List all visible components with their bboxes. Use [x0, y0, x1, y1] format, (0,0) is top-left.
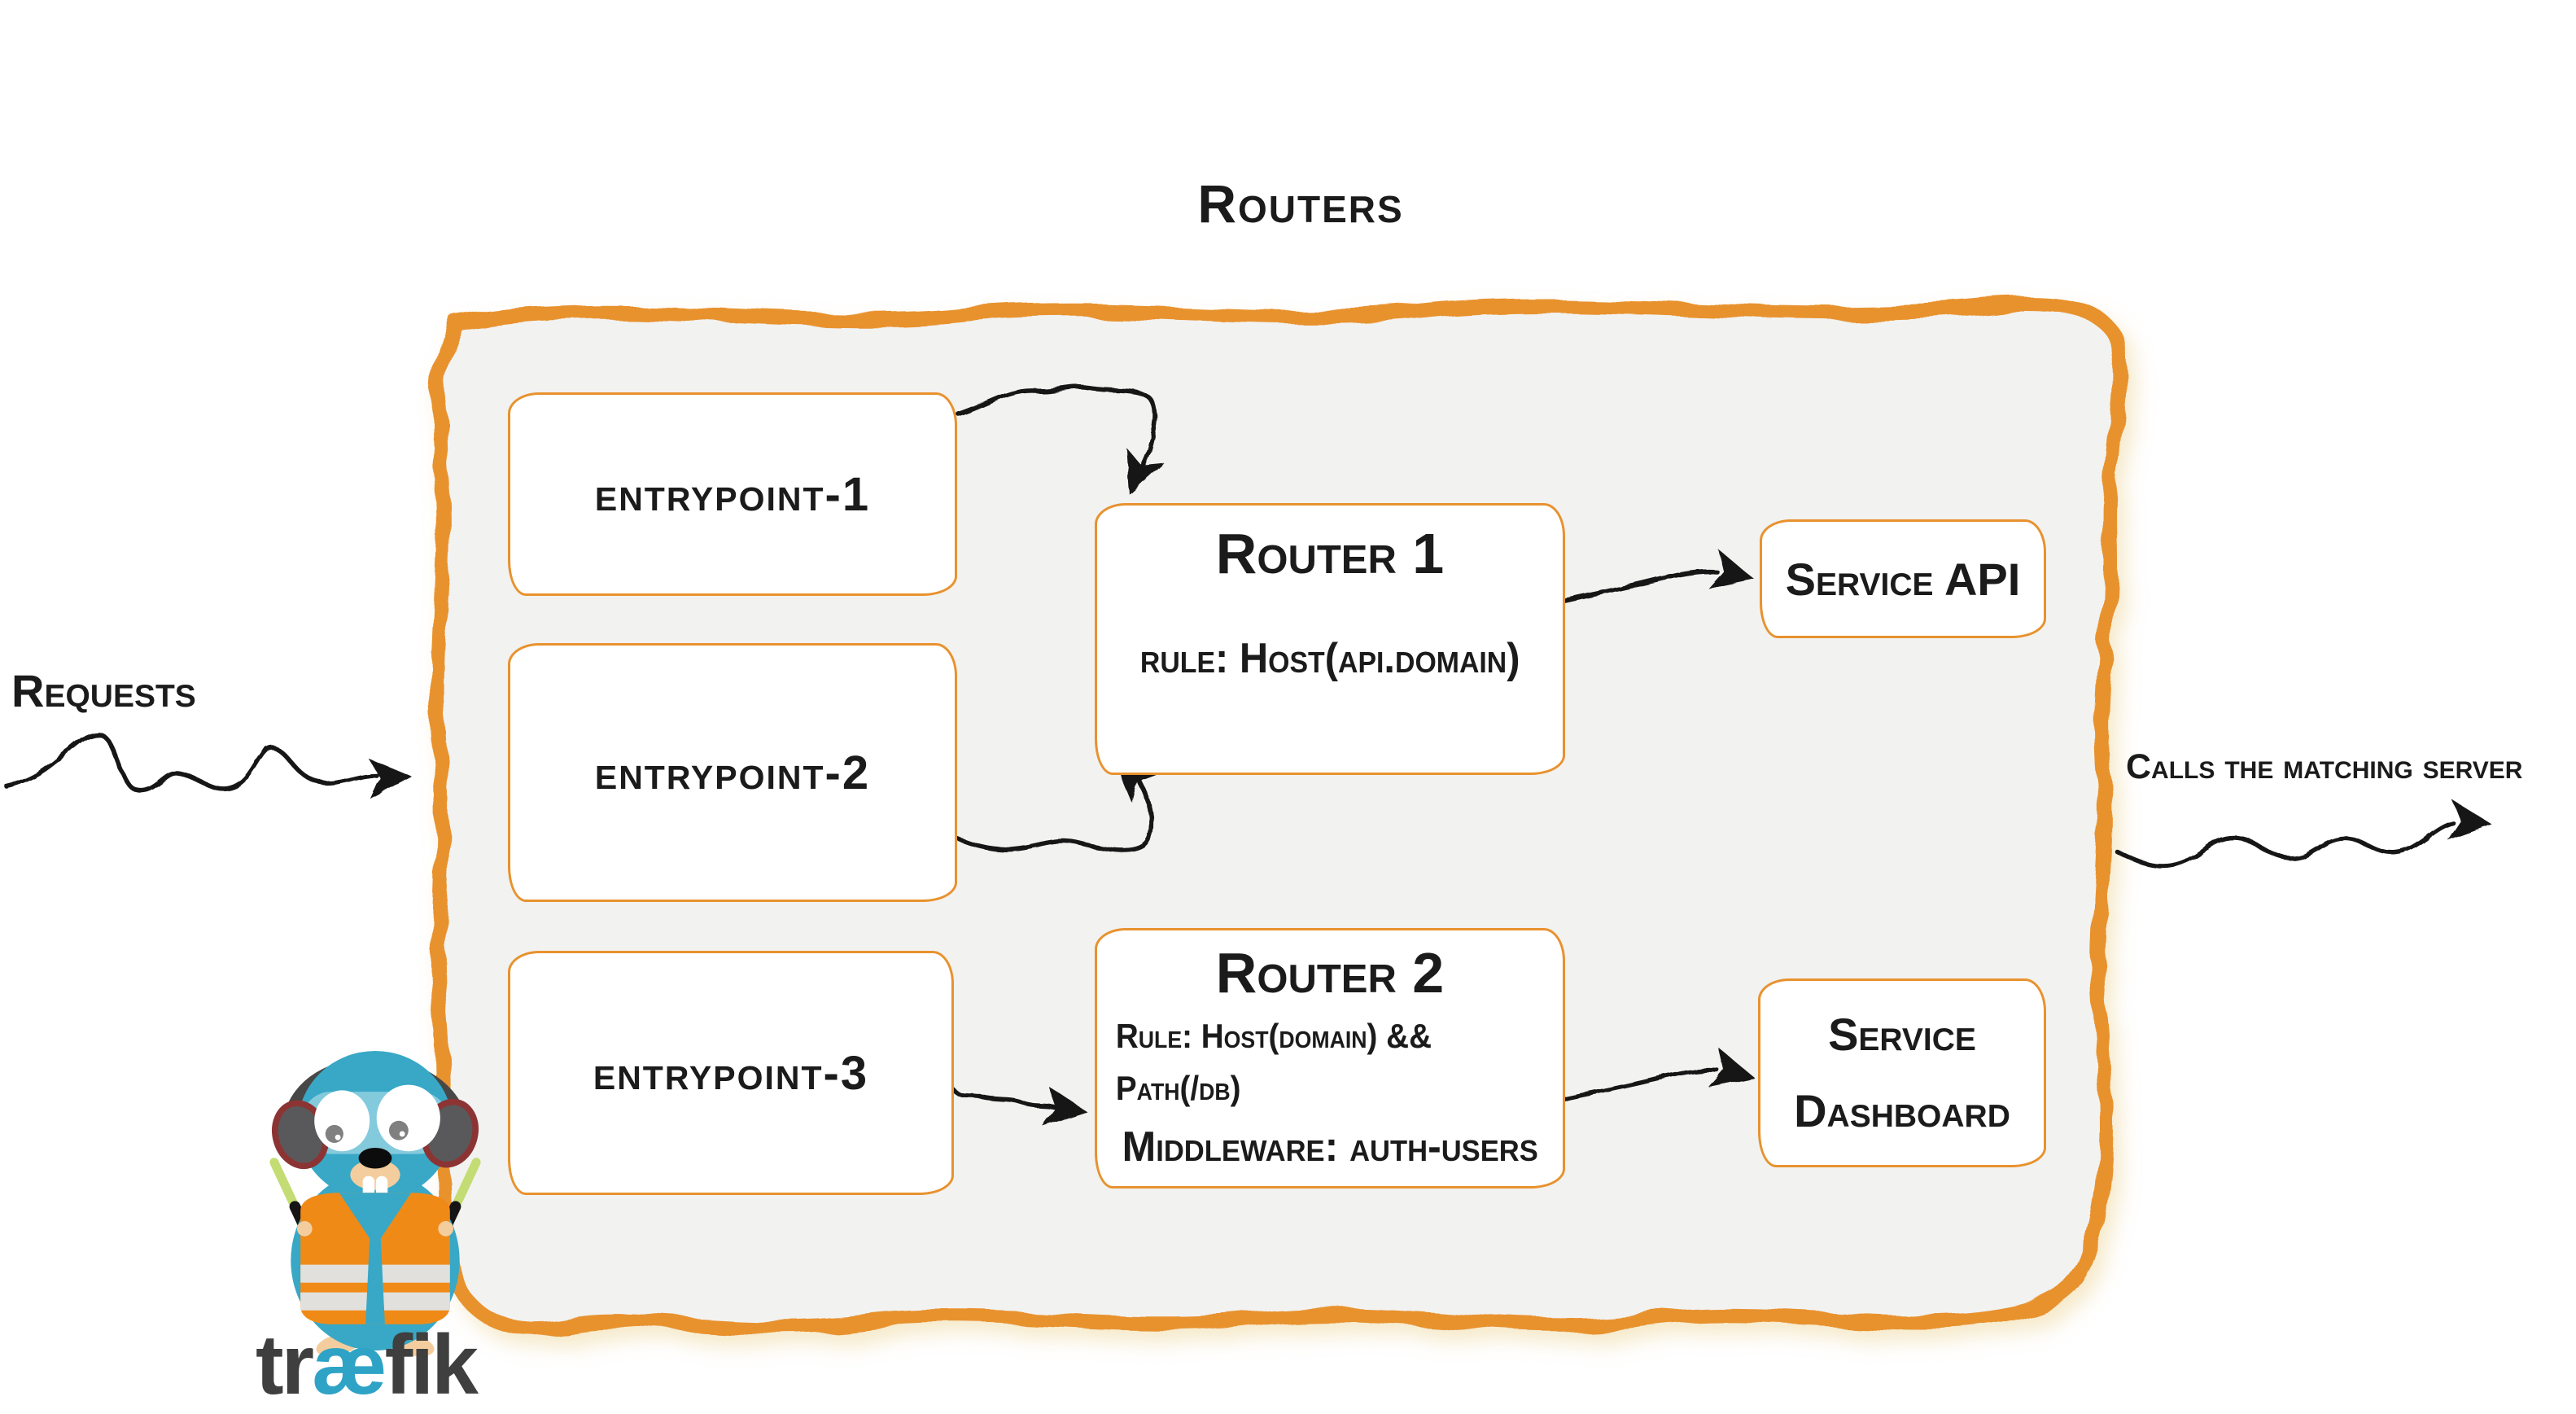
- entrypoint-3-label: entrypoint-3: [593, 1046, 869, 1100]
- service-dashboard-box: Service Dashboard: [1758, 978, 2046, 1167]
- entrypoint-1-box: entrypoint-1: [508, 392, 957, 596]
- entrypoint-2-box: entrypoint-2: [508, 643, 957, 902]
- entrypoint-1-label: entrypoint-1: [594, 467, 871, 521]
- router-2-box: Router 2 Rule: Host(domain) && Path(/db)…: [1095, 928, 1565, 1189]
- logo-part-ae: æ: [312, 1318, 387, 1412]
- traefik-logo-wordmark: træfik: [256, 1317, 479, 1414]
- ep3-to-r2-arrow: [950, 1086, 1057, 1110]
- requests-arrow: [4, 732, 378, 793]
- router-1-rule: rule: Host(api.domain): [1139, 635, 1520, 682]
- service-dashboard-label-line1: Service: [1828, 1009, 1976, 1060]
- ep2-to-r1-arrow: [943, 764, 1154, 853]
- router-2-rule: Rule: Host(domain) && Path(/db): [1115, 1017, 1432, 1107]
- calls-label: Calls the matching server: [2126, 747, 2523, 786]
- entrypoint-3-box: entrypoint-3: [508, 951, 954, 1195]
- service-api-label: Service API: [1785, 553, 2021, 605]
- logo-part-tr: tr: [256, 1318, 314, 1412]
- ep1-to-r1-arrow: [956, 384, 1158, 477]
- diagram-title: Routers: [1197, 173, 1404, 234]
- router-2-title: Router 2: [1215, 941, 1445, 1005]
- logo-part-fik: fik: [384, 1318, 479, 1412]
- calls-arrow: [2115, 821, 2456, 869]
- service-api-box: Service API: [1760, 519, 2046, 638]
- flow-arrows: [4, 384, 2492, 1127]
- router-1-title: Router 1: [1215, 522, 1445, 585]
- router-2-middleware: Middleware: auth-users: [1122, 1123, 1538, 1171]
- requests-label: Requests: [11, 665, 196, 716]
- entrypoint-2-label: entrypoint-2: [594, 746, 871, 799]
- service-dashboard-label-line2: Dashboard: [1794, 1085, 2010, 1136]
- router-1-box: Router 1 rule: Host(api.domain): [1095, 503, 1565, 775]
- traefik-gopher-mascot: [269, 1050, 481, 1357]
- r1-to-api-arrow: [1552, 569, 1720, 606]
- r2-to-dash-arrow: [1551, 1067, 1720, 1103]
